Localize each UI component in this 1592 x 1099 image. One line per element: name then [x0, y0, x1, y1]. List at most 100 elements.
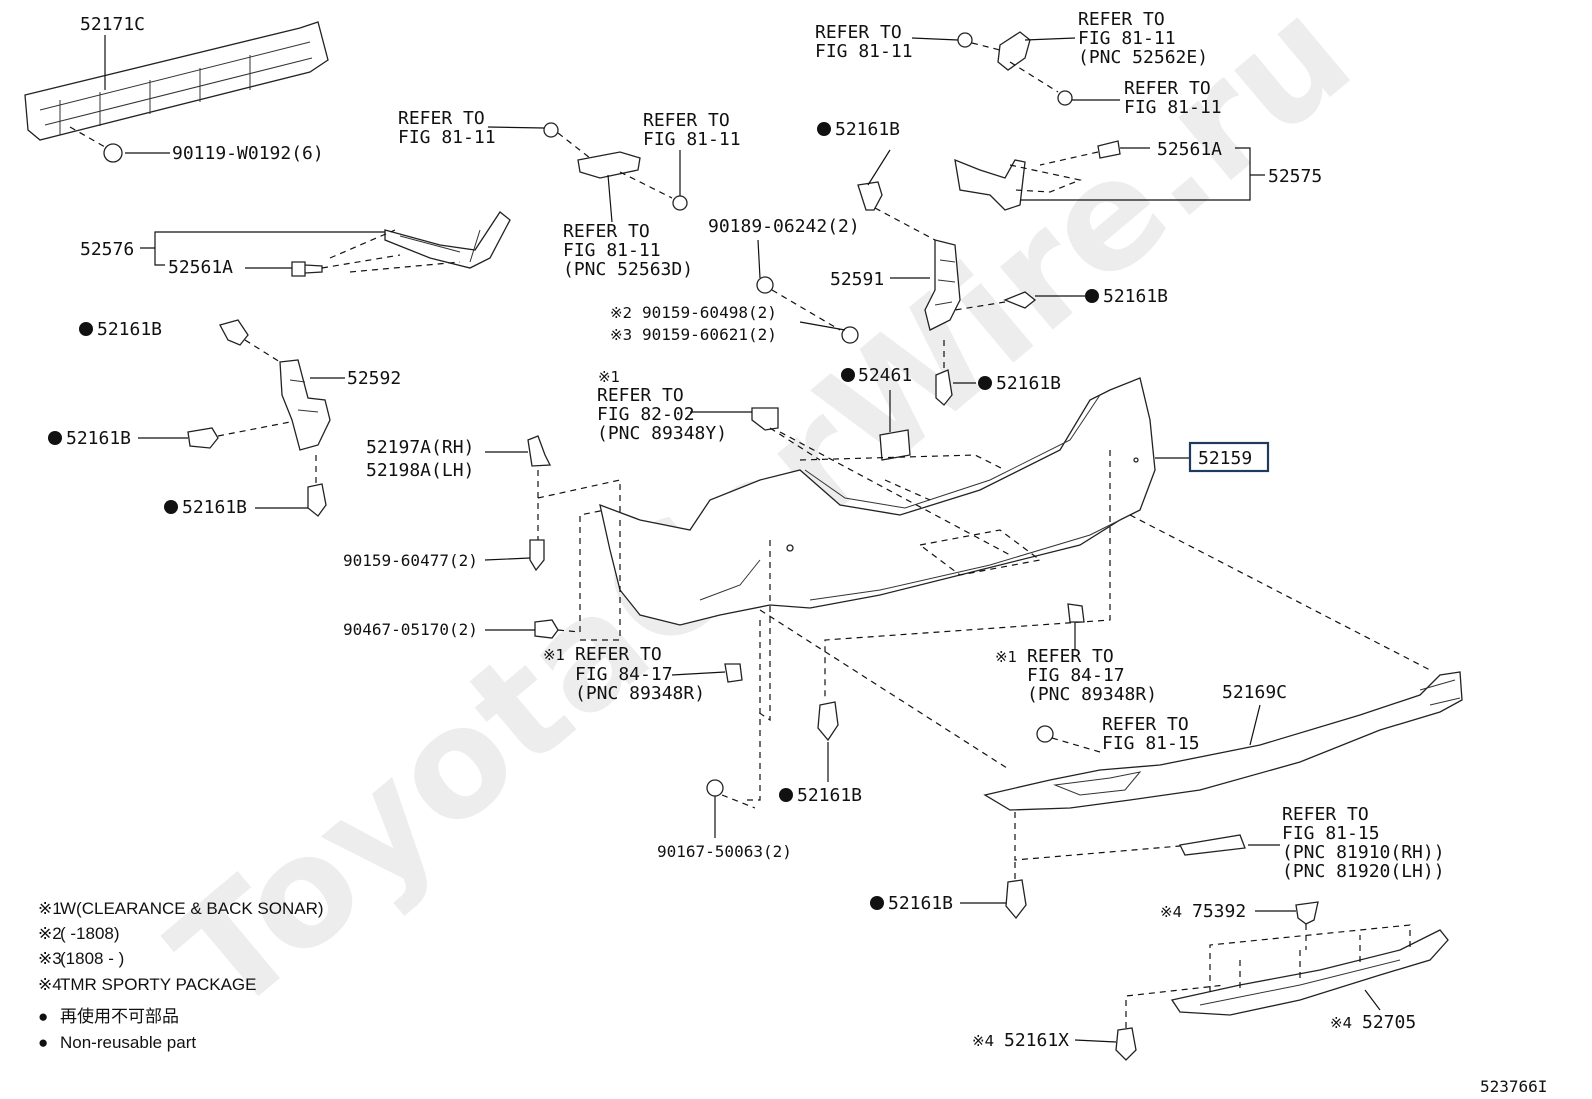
label-ref10-line2: FIG 81-15 — [1102, 733, 1200, 754]
label-ref11-line2: FIG 81-15 — [1282, 823, 1380, 844]
label-52159[interactable]: 52159 — [1198, 448, 1252, 469]
label-ref5-line3: (PNC 52562E) — [1078, 47, 1208, 68]
part-52705-shape[interactable] — [1170, 924, 1449, 1016]
label-ref4-line2: FIG 81-11 — [815, 41, 913, 62]
label-ref5-line1: REFER TO — [1078, 9, 1165, 30]
sensor-bracket-89348R-right[interactable] — [1067, 603, 1085, 650]
clip-52161B-bottom-mid[interactable] — [817, 701, 839, 742]
clip-52161B-top-mid[interactable] — [857, 181, 936, 241]
nut-ref-81-11-b[interactable] — [672, 195, 688, 211]
label-ref9-line3: (PNC 89348R) — [1027, 684, 1157, 705]
label-52575: 52575 — [1268, 166, 1322, 187]
clip-52161B-left-mid[interactable] — [187, 421, 291, 449]
non-reusable-dot — [79, 322, 93, 336]
clip-52161X[interactable] — [1115, 984, 1226, 1061]
legend-mark-1: ※1 — [38, 899, 62, 918]
legend-text-2: ( -1808) — [60, 924, 120, 943]
part-52197A-52198A-shape[interactable] — [527, 435, 621, 540]
label-mark-2: ※2 — [610, 304, 632, 322]
legend-text-1: W(CLEARANCE & BACK SONAR) — [60, 899, 324, 918]
non-reusable-dot — [164, 500, 178, 514]
non-reusable-dot — [817, 122, 831, 136]
label-52592: 52592 — [347, 368, 401, 389]
part-52575-shape[interactable] — [954, 158, 1083, 211]
part-52159-bumper-cover[interactable] — [599, 377, 1156, 626]
label-75392: 75392 — [1192, 901, 1246, 922]
part-52591-shape[interactable] — [924, 239, 961, 331]
bolt-52561A-right-shape[interactable] — [1039, 140, 1121, 166]
sensor-bracket-89348Y[interactable] — [751, 407, 821, 461]
label-ref6-line2: FIG 81-11 — [1124, 97, 1222, 118]
label-52161X: 52161X — [1004, 1030, 1069, 1051]
part-52461-shape[interactable] — [879, 390, 911, 461]
label-ref5-line2: FIG 81-11 — [1078, 28, 1176, 49]
bracket-small-center[interactable] — [577, 151, 673, 199]
non-reusable-dot — [870, 896, 884, 910]
reflector-81910-81920[interactable] — [1179, 834, 1246, 856]
clip-75392[interactable] — [1295, 901, 1319, 950]
label-ref2-line1: REFER TO — [643, 110, 730, 131]
bolt-90119-shape[interactable] — [69, 126, 123, 163]
label-ref7-line1: REFER TO — [597, 385, 684, 406]
clip-52161B-left-bottom[interactable] — [307, 455, 327, 517]
part-52576-shape[interactable] — [384, 211, 511, 269]
clip-ref-81-11-top[interactable] — [957, 32, 1001, 51]
clip-52161B-lower-right[interactable] — [1005, 879, 1027, 920]
screw-90159-60498[interactable] — [841, 326, 859, 344]
label-52161B-6: 52161B — [996, 373, 1061, 394]
part-52169C-spoiler[interactable] — [983, 671, 1463, 811]
label-52161B-8: 52161B — [888, 893, 953, 914]
label-mark-3: ※3 — [610, 326, 632, 344]
non-reusable-dot — [841, 368, 855, 382]
non-reusable-dot — [48, 431, 62, 445]
nut-90167[interactable] — [706, 779, 756, 809]
guide-lines-bumper — [580, 431, 1431, 801]
label-90119: 90119-W0192(6) — [172, 143, 324, 164]
clip-52161B-left-top[interactable] — [219, 319, 281, 363]
label-ref8-line3: (PNC 89348R) — [575, 683, 705, 704]
screw-90189[interactable] — [756, 276, 841, 331]
label-ref2-line2: FIG 81-11 — [643, 129, 741, 150]
nut-ref-81-15[interactable] — [1036, 725, 1101, 753]
label-52161B-2: 52161B — [66, 428, 131, 449]
label-52591: 52591 — [830, 269, 884, 290]
label-52576: 52576 — [80, 239, 134, 260]
clip-52161B-below-52591[interactable] — [935, 340, 953, 406]
part-52171C-shape[interactable] — [24, 21, 329, 141]
legend-mark-2: ※2 — [38, 924, 62, 943]
clip-52161B-right-of-52591[interactable] — [954, 291, 1037, 311]
non-reusable-dot — [1085, 289, 1099, 303]
sensor-bracket-89348R-left[interactable] — [724, 663, 743, 683]
label-90159-60477: 90159-60477(2) — [343, 551, 478, 570]
label-mark-4b: ※4 — [1330, 1014, 1352, 1032]
label-52561A-left: 52561A — [168, 257, 233, 278]
legend-mark-5: ● — [38, 1007, 48, 1026]
label-ref11-line3: (PNC 81910(RH)) — [1282, 842, 1445, 863]
label-52161B-4: 52161B — [835, 119, 900, 140]
leader-lines — [104, 35, 1381, 1043]
label-ref8-line1: REFER TO — [575, 644, 662, 665]
part-52592-shape[interactable] — [279, 359, 331, 451]
label-52161B-5: 52161B — [1103, 286, 1168, 307]
legend-text-5: 再使用不可部品 — [60, 1006, 179, 1026]
bolt-52561A-left-shape[interactable] — [291, 229, 461, 277]
label-ref7-line3: (PNC 89348Y) — [597, 423, 727, 444]
screw-90159-60477[interactable] — [529, 539, 545, 572]
label-ref11-line1: REFER TO — [1282, 804, 1369, 825]
label-mark-4a: ※4 — [1160, 903, 1182, 921]
label-90159-60498: 90159-60498(2) — [642, 303, 777, 322]
clip-ref-81-11-a[interactable] — [543, 122, 591, 159]
label-ref11-line4: (PNC 81920(LH)) — [1282, 861, 1445, 882]
nut-ref-81-11-top[interactable] — [1057, 90, 1073, 106]
label-ref10-line1: REFER TO — [1102, 714, 1189, 735]
label-ref3-line2: FIG 81-11 — [563, 240, 661, 261]
label-ref7-line2: FIG 82-02 — [597, 404, 695, 425]
label-90467: 90467-05170(2) — [343, 620, 478, 639]
label-90189: 90189-06242(2) — [708, 216, 860, 237]
label-mark-4c: ※4 — [972, 1032, 994, 1050]
clip-90467[interactable] — [534, 509, 606, 639]
label-ref9-line2: FIG 84-17 — [1027, 665, 1125, 686]
bracket-52562E[interactable] — [997, 31, 1059, 93]
label-ref3-line3: (PNC 52563D) — [563, 259, 693, 280]
